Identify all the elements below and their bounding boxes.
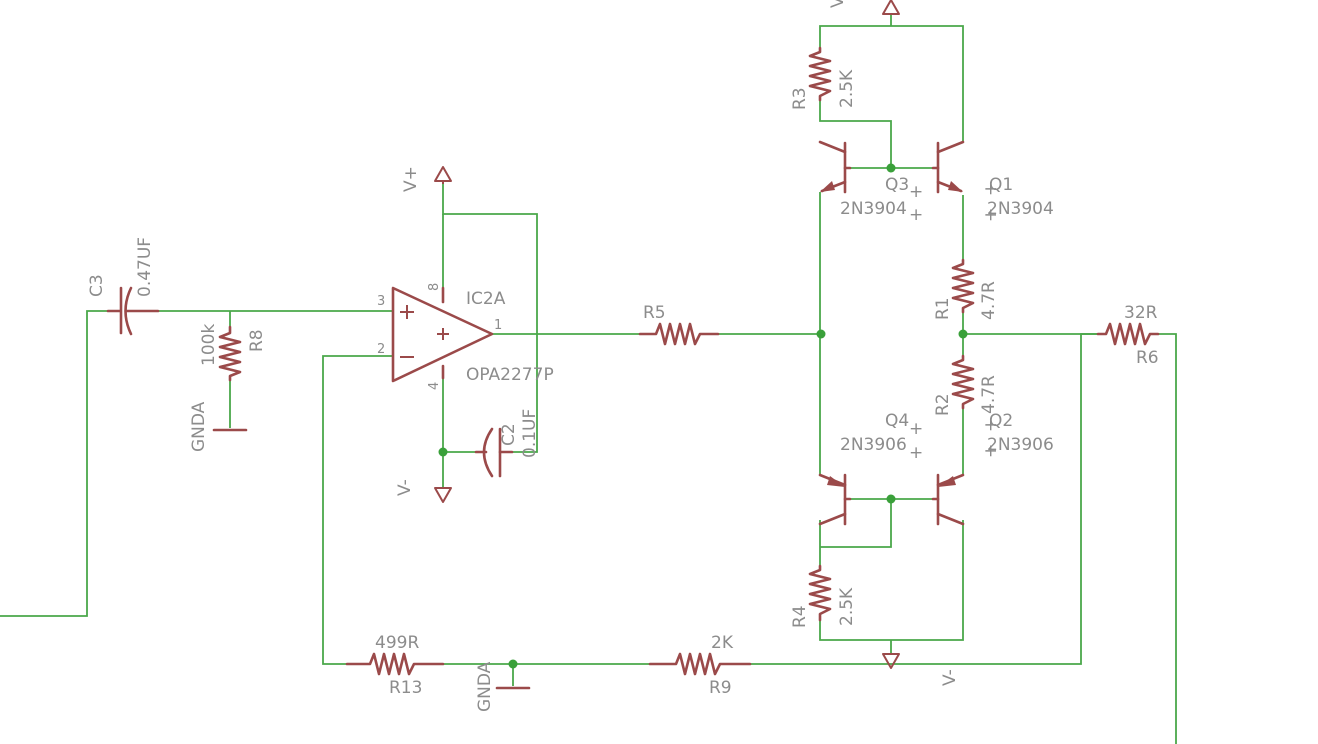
q2-plus-mark-1: + [981,418,1001,432]
q1-value-label: 2N3904 [987,199,1054,219]
inverting-input-wire [322,355,393,665]
junction-opamp-supply [438,447,448,457]
junction-q3-base [886,163,896,173]
capacitor-c3[interactable]: C3 0.47UF [87,237,160,336]
q1-plus-mark-1: + [981,182,1001,196]
r9-value-label: 2K [711,633,734,653]
wires [0,14,1177,744]
r8-value-label: 100k [199,324,219,366]
gnda-left-label: GNDA [189,401,209,452]
gnda-bottom-label: GNDA [475,661,495,712]
opamp-vplus-wire [442,182,538,453]
r13-name-label: R13 [389,678,422,698]
r1-value-label: 4.7R [979,281,999,320]
c3-name-label: C3 [87,274,107,297]
resistor-r9[interactable]: 2K R9 [648,633,752,698]
opamp-vplus-label: V+ [401,166,421,192]
q2-plus-mark-2: + [981,444,1001,458]
c2-name-label: C2 [499,423,519,446]
junction-drive-node [816,329,826,339]
opamp-pin3-label: 3 [377,294,385,309]
transistor-q1[interactable]: Q1 2N3904 + + [931,140,1054,222]
q3-value-label: 2N3904 [840,199,907,219]
top-vplus-supply: V+ [828,0,900,15]
r1-name-label: R1 [933,297,953,320]
r4-name-label: R4 [790,605,810,628]
r8-name-label: R8 [247,329,267,352]
q3-plus-mark-1: + [909,182,923,202]
opamp-pin8-label: 8 [427,283,442,291]
q4-value-label: 2N3906 [840,435,907,455]
gnda-symbol-bottom: GNDA [475,661,531,712]
r6-value-label: 32R [1124,303,1158,323]
resistor-r6[interactable]: 32R R6 [1096,303,1160,368]
c3-value-label: 0.47UF [135,237,155,297]
junction-gnda [508,659,518,669]
q4-plus-mark-1: + [909,419,923,439]
resistor-r1[interactable]: R1 4.7R [933,258,999,320]
r9-name-label: R9 [709,678,732,698]
r3-name-label: R3 [790,87,810,110]
q2-value-label: 2N3906 [987,435,1054,455]
q2-name-label: Q2 [989,411,1013,431]
r6-name-label: R6 [1136,348,1159,368]
transistor-q3[interactable]: Q3 2N3904 + + [818,140,923,225]
bottom-vminus-label: V- [940,669,960,686]
opamp-ic2a[interactable]: 3 2 1 8 4 IC2A OPA2277P [377,283,554,390]
q3-plus-mark-2: + [909,205,923,225]
q3-name-label: Q3 [885,175,909,195]
c2-value-label: 0.1UF [520,409,540,458]
q4-plus-mark-2: + [909,443,923,463]
q1-plus-mark-2: + [981,208,1001,222]
opamp-value-label: OPA2277P [466,365,554,385]
bottom-vminus-supply: V- [882,653,960,686]
opamp-vplus-supply: V+ [401,166,452,192]
q1-name-label: Q1 [989,175,1013,195]
opamp-pin4-label: 4 [427,382,442,390]
input-wire [0,310,108,617]
r2-value-label: 4.7R [979,375,999,414]
opamp-name-label: IC2A [466,289,506,309]
resistor-r3[interactable]: R3 2.5K [790,46,857,110]
resistor-r5[interactable]: R5 [638,303,720,346]
r13-value-label: 499R [375,633,419,653]
resistor-r13[interactable]: 499R R13 [345,633,445,698]
opamp-vminus-label: V- [395,479,415,496]
r3-value-label: 2.5K [837,69,857,108]
opamp-vminus-supply: V- [395,479,452,503]
top-vplus-label: V+ [828,0,848,8]
gnda-symbol-left: GNDA [189,401,248,452]
opamp-pin1-label: 1 [494,318,502,333]
resistor-r4[interactable]: R4 2.5K [790,564,857,628]
opamp-pin2-label: 2 [377,342,385,357]
junction-q4-base [886,494,896,504]
resistor-r2[interactable]: R2 4.7R [933,354,999,416]
resistor-r8[interactable]: 100k R8 [199,324,267,382]
q4-name-label: Q4 [885,411,909,431]
r5-name-label: R5 [643,303,666,323]
r2-name-label: R2 [933,393,953,416]
capacitor-c2[interactable]: C2 0.1UF [474,409,540,478]
transistor-q4[interactable]: Q4 2N3906 + + [818,411,923,526]
transistor-q2[interactable]: Q2 2N3906 + + [931,411,1054,526]
r6-output-wire [1158,333,1177,744]
junctions [438,163,968,669]
r4-value-label: 2.5K [837,587,857,626]
q4-base-link [820,499,892,548]
junction-output-node [958,329,968,339]
q3-base-link [819,100,892,168]
